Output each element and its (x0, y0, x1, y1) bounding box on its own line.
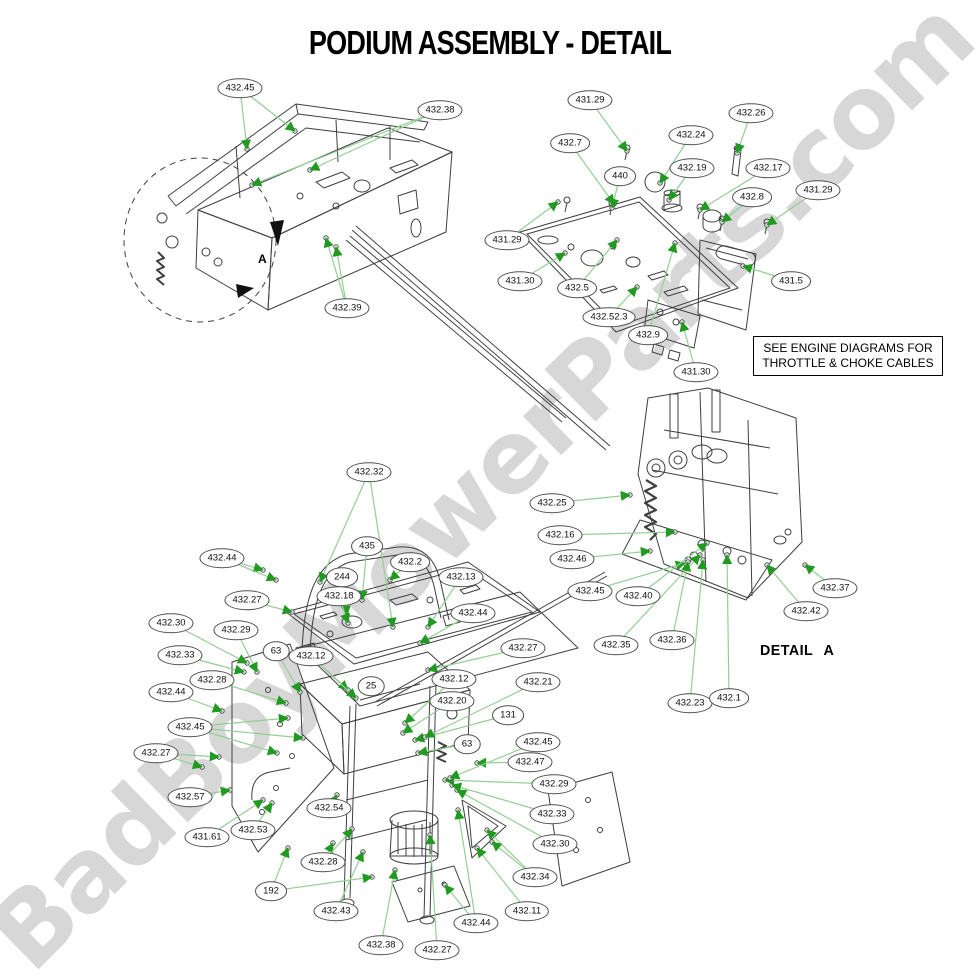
part-callout: 432.52.3 (582, 307, 636, 327)
part-callout: 432.27 (414, 940, 460, 960)
part-callout: 435 (351, 536, 383, 556)
part-callout: 432.8 (732, 187, 772, 207)
part-callout: 432.7 (550, 133, 590, 153)
part-callout: 432.46 (549, 549, 595, 569)
detail-a-label: DETAIL A (759, 642, 835, 659)
part-callout: 431.61 (184, 827, 230, 847)
part-callout: 432.12 (288, 646, 334, 666)
part-callout: 432.20 (429, 691, 475, 711)
part-callout: 440 (604, 166, 636, 186)
part-callout: 432.45 (567, 581, 613, 601)
part-callout: 432.47 (507, 752, 553, 772)
part-callout: 431.29 (567, 90, 613, 110)
part-callout: 432.27 (500, 638, 546, 658)
part-callout: 432.37 (812, 578, 858, 598)
part-callout: 432.54 (306, 798, 352, 818)
part-callout: 432.1 (709, 688, 749, 708)
part-callout: 432.24 (668, 125, 714, 145)
part-callout: 432.9 (628, 325, 668, 345)
detail-a-drawing (621, 387, 803, 601)
part-callout: 432.12 (431, 669, 477, 689)
part-callout: 244 (326, 567, 358, 587)
part-callout: 432.35 (593, 635, 639, 655)
part-callout: 431.30 (673, 362, 719, 382)
part-callout: 432.30 (148, 613, 194, 633)
part-callout: 432.23 (667, 693, 713, 713)
part-callout: 432.17 (745, 158, 791, 178)
part-callout: 432.13 (438, 567, 484, 587)
part-callout: 432.39 (324, 298, 370, 318)
part-callout: 432.57 (167, 787, 213, 807)
part-callout: 432.44 (450, 603, 496, 623)
part-callout: 432.44 (148, 682, 194, 702)
part-callout: 432.5 (557, 278, 597, 298)
part-callout: 432.26 (728, 103, 774, 123)
part-callout: 63 (453, 734, 481, 754)
part-callout: 432.30 (532, 834, 578, 854)
part-callout: 432.29 (531, 774, 577, 794)
part-callout: 432.42 (783, 601, 829, 621)
part-callout: 432.16 (537, 525, 583, 545)
part-callout: 432.33 (529, 804, 575, 824)
part-callout: 432.45 (515, 732, 561, 752)
part-callout: 432.28 (189, 670, 235, 690)
engine-note-box: SEE ENGINE DIAGRAMS FOR THROTTLE & CHOKE… (753, 336, 943, 376)
part-callout: 432.11 (504, 901, 550, 921)
part-callout: 432.28 (300, 852, 346, 872)
part-callout: 63 (262, 641, 290, 661)
part-callout: 432.18 (316, 586, 362, 606)
part-callout: 432.34 (512, 867, 558, 887)
part-callout: 432.36 (649, 630, 695, 650)
part-callout: 192 (255, 881, 287, 901)
part-callout: 432.44 (453, 913, 499, 933)
part-callout: 432.2 (390, 552, 430, 572)
page-title: PODIUM ASSEMBLY - DETAIL (308, 24, 672, 61)
part-callout: 432.53 (230, 820, 276, 840)
part-callout: 432.40 (615, 586, 661, 606)
part-callout: 25 (357, 676, 385, 696)
part-callout: 432.45 (217, 78, 263, 98)
view-a-marker: A (258, 252, 267, 266)
part-callout: 432.27 (224, 590, 270, 610)
engine-note-line1: SEE ENGINE DIAGRAMS FOR (763, 341, 933, 355)
part-callout: 432.38 (358, 935, 404, 955)
part-callout: 431.29 (795, 180, 841, 200)
part-callout: 432.21 (515, 672, 561, 692)
podium-frame-drawing (231, 546, 631, 925)
part-callout: 432.33 (157, 645, 203, 665)
part-callout: 432.32 (346, 462, 392, 482)
part-callout: 432.45 (167, 717, 213, 737)
part-callout: 431.30 (497, 271, 543, 291)
engine-note-line2: THROTTLE & CHOKE CABLES (762, 356, 934, 370)
part-callout: 432.38 (417, 100, 463, 120)
part-callout: 432.27 (133, 743, 179, 763)
part-callout: 432.25 (529, 493, 575, 513)
part-callout: 432.44 (199, 548, 245, 568)
part-callout: 432.19 (669, 158, 715, 178)
part-callout: 432.29 (213, 620, 259, 640)
part-callout: 131 (492, 705, 524, 725)
console-assembly-drawing (123, 103, 611, 451)
part-callout: 431.5 (771, 271, 811, 291)
part-callout: 432.43 (313, 901, 359, 921)
part-callout: 431.29 (484, 230, 530, 250)
